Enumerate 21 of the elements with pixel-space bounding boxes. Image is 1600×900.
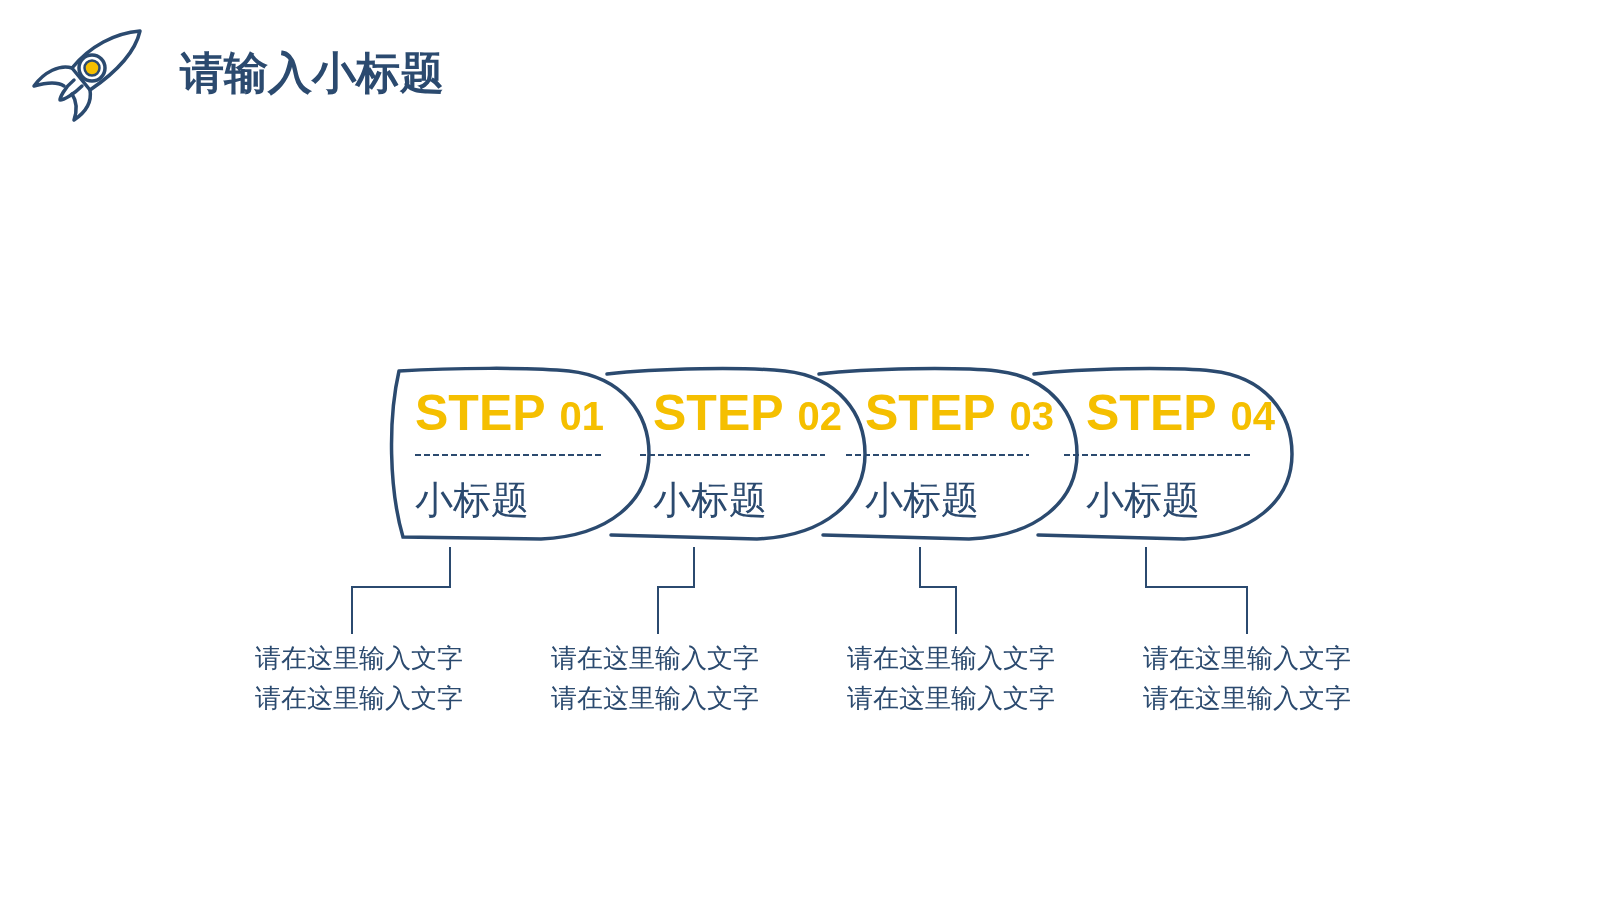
description-text: 请在这里输入文字请在这里输入文字 bbox=[551, 634, 765, 718]
step-label: STEP bbox=[865, 384, 996, 443]
step-subtitle: 小标题 bbox=[415, 478, 529, 523]
step-label: STEP bbox=[415, 384, 546, 443]
description-text: 请在这里输入文字请在这里输入文字 bbox=[255, 634, 469, 718]
step-number: 03 bbox=[1009, 393, 1055, 440]
connector-line bbox=[1145, 546, 1248, 635]
description-text: 请在这里输入文字请在这里输入文字 bbox=[1143, 634, 1357, 718]
description-text: 请在这里输入文字请在这里输入文字 bbox=[847, 634, 1061, 718]
step-number: 04 bbox=[1230, 393, 1276, 440]
step-subtitle: 小标题 bbox=[865, 478, 979, 523]
slide-title: 请输入小标题 bbox=[180, 47, 444, 99]
step-number: 02 bbox=[797, 393, 843, 440]
step-subtitle: 小标题 bbox=[653, 478, 767, 523]
step-number: 01 bbox=[559, 393, 605, 440]
connector-line bbox=[919, 546, 957, 635]
step-label: STEP bbox=[1086, 384, 1217, 443]
connector-line bbox=[657, 546, 695, 635]
step-subtitle: 小标题 bbox=[1086, 478, 1200, 523]
connector-line bbox=[351, 546, 451, 635]
step-label: STEP bbox=[653, 384, 784, 443]
